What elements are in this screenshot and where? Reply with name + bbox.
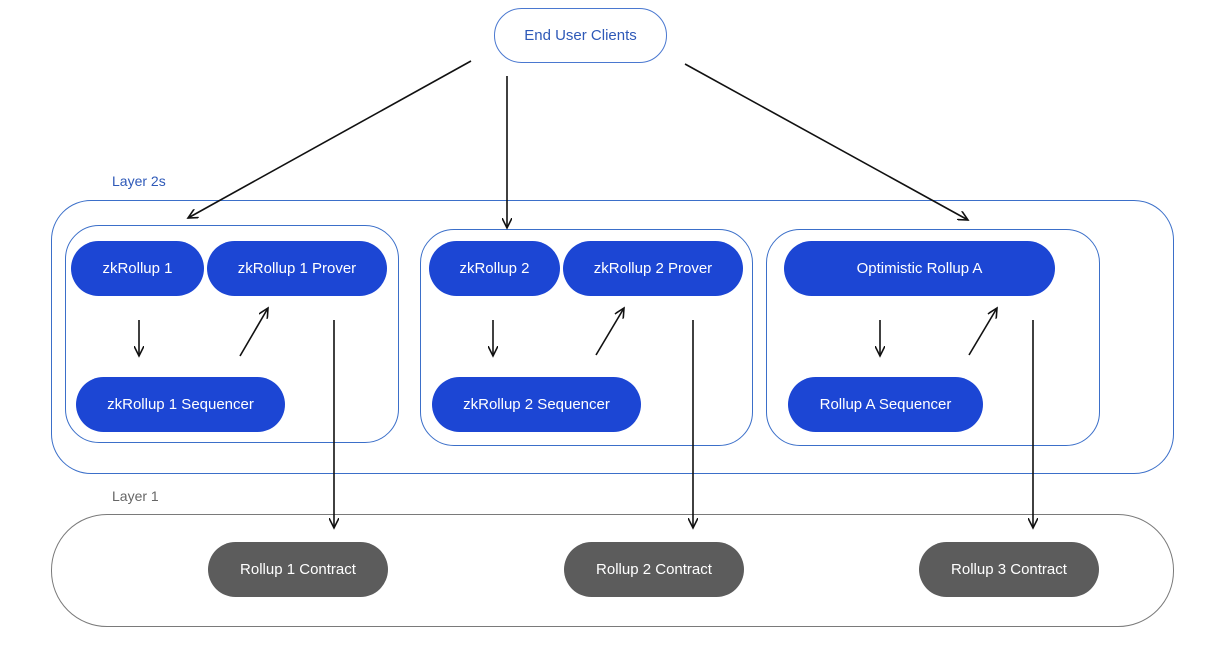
zkrollup-1-sequencer-node: zkRollup 1 Sequencer xyxy=(76,377,285,432)
zkrollup-2-prover-node: zkRollup 2 Prover xyxy=(563,241,743,296)
zkrollup-1-group xyxy=(65,225,399,443)
optimistic-rollup-a-group xyxy=(766,229,1100,446)
zkrollup-1-prover-node: zkRollup 1 Prover xyxy=(207,241,387,296)
zkrollup-1-node: zkRollup 1 xyxy=(71,241,204,296)
layer1-label: Layer 1 xyxy=(112,488,159,504)
rollup-3-contract-node: Rollup 3 Contract xyxy=(919,542,1099,597)
rollup-a-sequencer-node: Rollup A Sequencer xyxy=(788,377,983,432)
rollup-1-contract-node: Rollup 1 Contract xyxy=(208,542,388,597)
arrow-rollupa-up xyxy=(968,308,997,356)
arrow-clients-to-group1 xyxy=(188,60,472,218)
layer2-frame xyxy=(51,200,1174,474)
arrow-zkrollup2-up xyxy=(595,308,624,356)
layer2-label: Layer 2s xyxy=(112,173,166,189)
arrow-clients-to-group3 xyxy=(684,63,968,220)
zkrollup-2-node: zkRollup 2 xyxy=(429,241,560,296)
zkrollup-2-group xyxy=(420,229,753,446)
zkrollup-2-sequencer-node: zkRollup 2 Sequencer xyxy=(432,377,641,432)
rollup-2-contract-node: Rollup 2 Contract xyxy=(564,542,744,597)
arrow-zkrollup1-up xyxy=(239,308,268,357)
layer1-frame xyxy=(51,514,1174,627)
end-user-clients-node: End User Clients xyxy=(494,8,667,63)
optimistic-rollup-a-node: Optimistic Rollup A xyxy=(784,241,1055,296)
